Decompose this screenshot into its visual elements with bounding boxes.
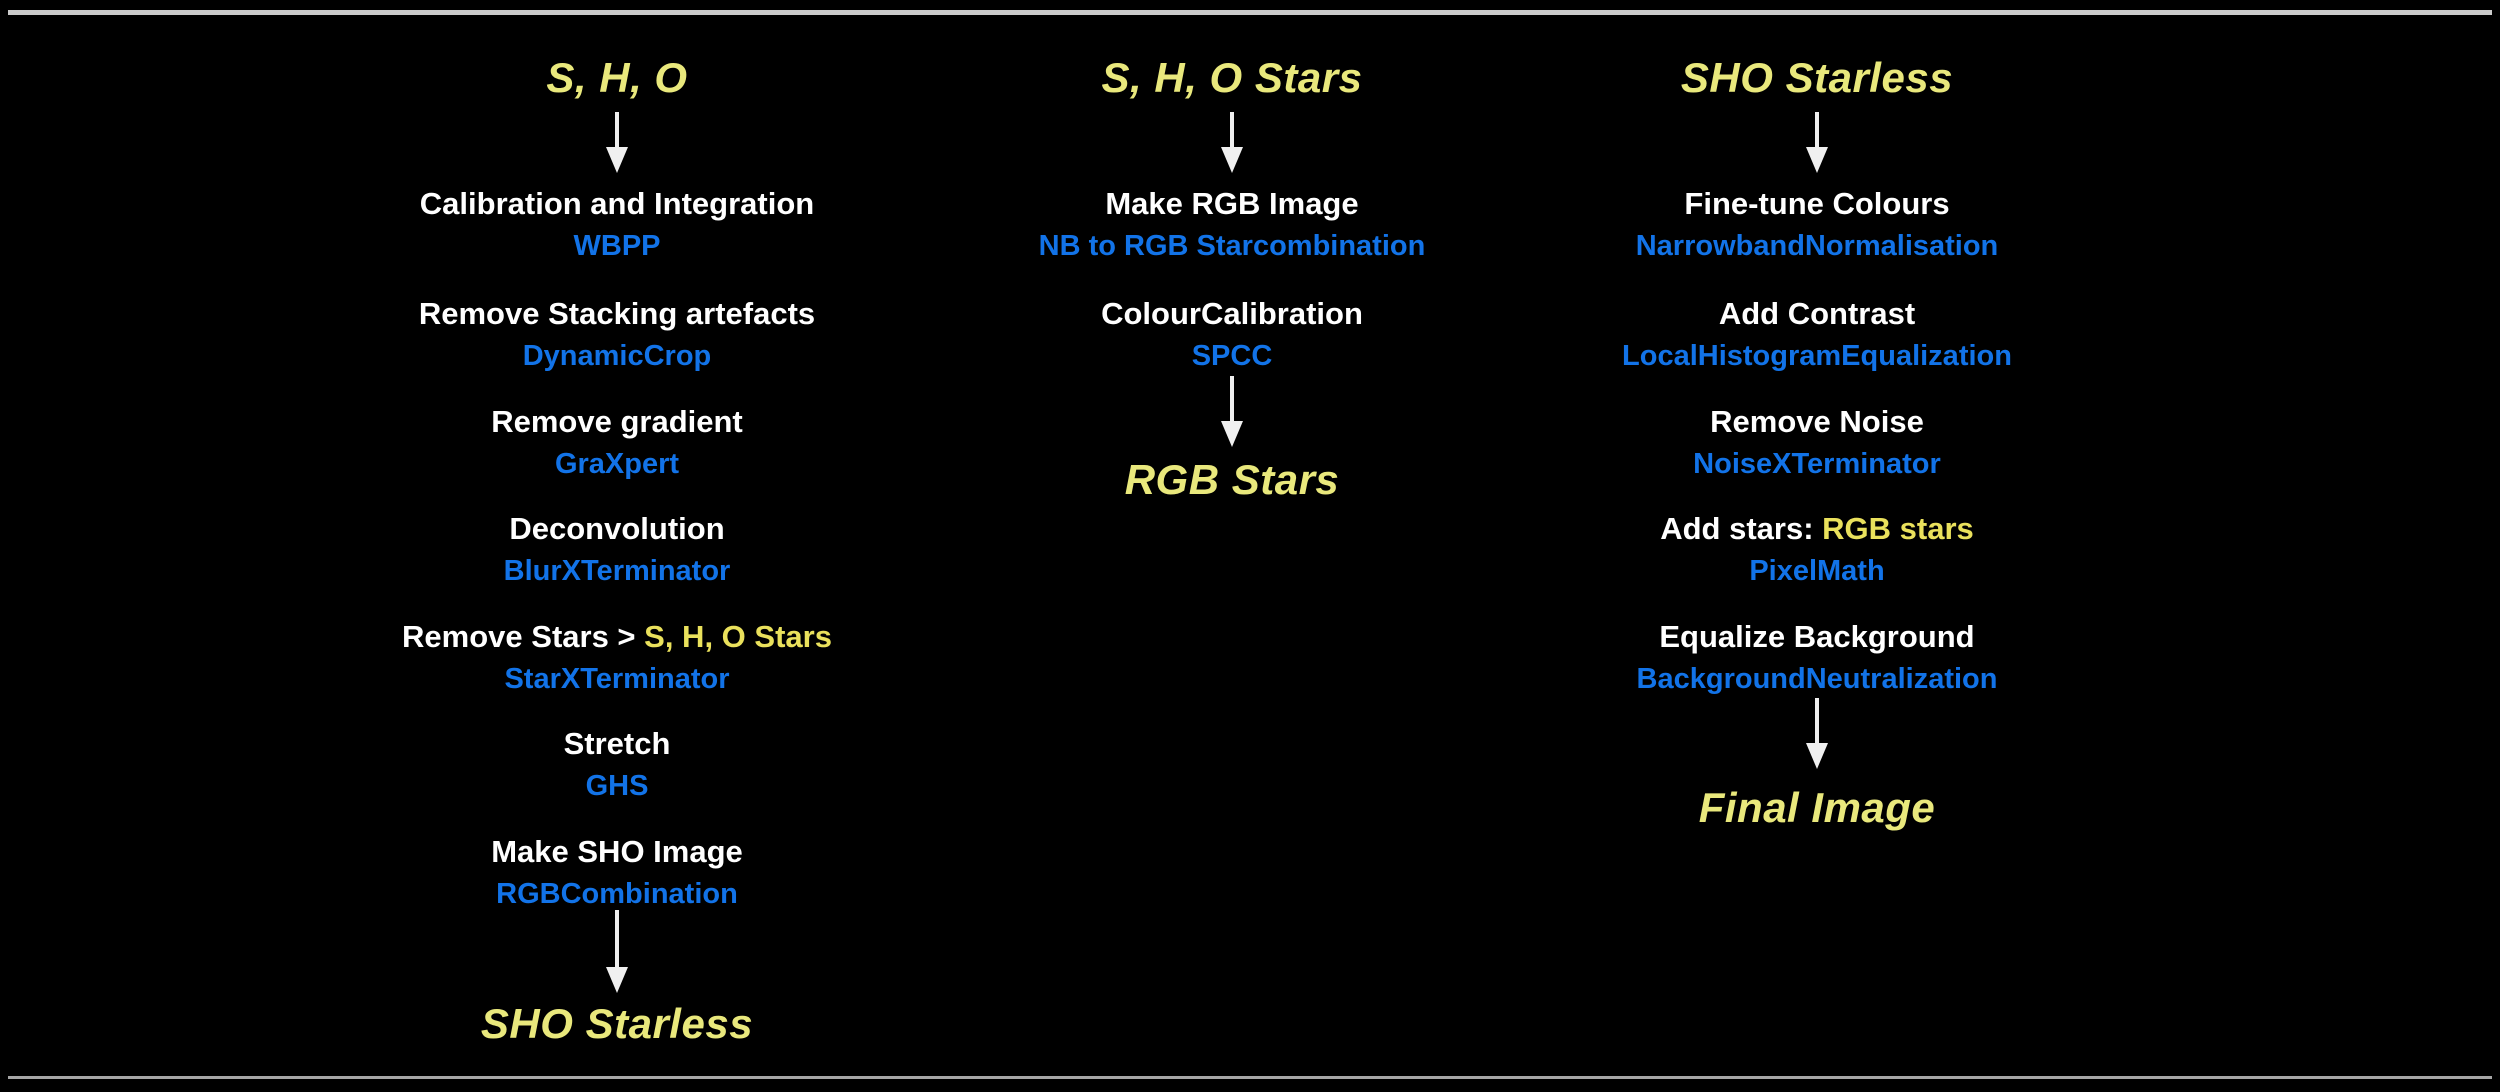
- column-sho-linear: S, H, O Calibration and Integration WBPP…: [287, 0, 947, 1092]
- step-label: Equalize Background: [1659, 619, 1975, 654]
- flow-step: Make SHO Image RGBCombination: [287, 834, 947, 911]
- step-tool-name: SPCC: [1191, 340, 1273, 372]
- slide-bottom-border: [8, 1076, 2492, 1079]
- flow-step: Add Contrast LocalHistogramEqualization: [1487, 296, 2147, 373]
- column-stars: S, H, O Stars Make RGB Image NB to RGB S…: [902, 0, 1562, 1092]
- flow-step: Remove Noise NoiseXTerminator: [1487, 404, 2147, 481]
- step-label: Remove gradient: [491, 404, 743, 439]
- down-arrow-icon: [606, 112, 628, 173]
- output-label: SHO Starless: [480, 1000, 754, 1047]
- step-label: Add stars: RGB stars: [1660, 511, 1974, 546]
- step-label: Fine-tune Colours: [1684, 186, 1950, 221]
- flow-step: Deconvolution BlurXTerminator: [287, 511, 947, 588]
- slide-top-border: [8, 10, 2492, 15]
- down-arrow-icon: [1221, 376, 1243, 447]
- step-label: Deconvolution: [509, 511, 725, 546]
- column-starless-finishing: SHO Starless Fine-tune Colours Narrowban…: [1487, 0, 2147, 1092]
- input-label: S, H, O Stars: [1101, 54, 1363, 101]
- flow-step: Make RGB Image NB to RGB Starcombination: [902, 186, 1562, 263]
- step-label-accent: S, H, O Stars: [644, 619, 832, 654]
- step-label: Calibration and Integration: [419, 186, 815, 221]
- step-tool-name: NoiseXTerminator: [1693, 448, 1941, 480]
- step-tool-name: RGBCombination: [496, 878, 738, 910]
- input-label: SHO Starless: [1680, 54, 1954, 101]
- step-tool-name: BackgroundNeutralization: [1636, 663, 1998, 695]
- flow-step: Equalize Background BackgroundNeutraliza…: [1487, 619, 2147, 696]
- step-tool-name: NarrowbandNormalisation: [1635, 230, 1999, 262]
- step-tool-name: GraXpert: [554, 448, 680, 480]
- flow-step: Add stars: RGB stars PixelMath: [1487, 511, 2147, 588]
- step-label: Remove Noise: [1710, 404, 1924, 439]
- down-arrow-icon: [1806, 112, 1828, 173]
- flow-step: Remove gradient GraXpert: [287, 404, 947, 481]
- step-label: Remove Stars > S, H, O Stars: [402, 619, 832, 654]
- output-label: RGB Stars: [1124, 456, 1340, 503]
- step-tool-name: DynamicCrop: [522, 340, 712, 372]
- down-arrow-icon: [1806, 698, 1828, 769]
- step-label-accent: RGB stars: [1822, 511, 1974, 546]
- flow-step: Fine-tune Colours NarrowbandNormalisatio…: [1487, 186, 2147, 263]
- down-arrow-icon: [1221, 112, 1243, 173]
- flow-step: Remove Stacking artefacts DynamicCrop: [287, 296, 947, 373]
- step-tool-name: GHS: [585, 770, 649, 802]
- flow-step: Calibration and Integration WBPP: [287, 186, 947, 263]
- step-tool-name: StarXTerminator: [504, 663, 730, 695]
- flow-step: Stretch GHS: [287, 726, 947, 803]
- flow-step: Remove Stars > S, H, O Stars StarXTermin…: [287, 619, 947, 696]
- step-tool-name: PixelMath: [1749, 555, 1885, 587]
- step-label: Make SHO Image: [491, 834, 743, 869]
- input-label: S, H, O: [546, 54, 688, 101]
- step-tool-name: LocalHistogramEqualization: [1622, 340, 2012, 372]
- step-tool-name: WBPP: [573, 230, 661, 262]
- step-tool-name: NB to RGB Starcombination: [1038, 230, 1426, 262]
- flow-step: ColourCalibration SPCC: [902, 296, 1562, 373]
- step-label: ColourCalibration: [1101, 296, 1363, 331]
- step-label: Make RGB Image: [1105, 186, 1359, 221]
- down-arrow-icon: [606, 910, 628, 993]
- step-label: Stretch: [563, 726, 671, 761]
- step-label: Remove Stacking artefacts: [418, 296, 816, 331]
- step-tool-name: BlurXTerminator: [503, 555, 731, 587]
- output-label: Final Image: [1698, 784, 1936, 831]
- step-label: Add Contrast: [1718, 296, 1916, 331]
